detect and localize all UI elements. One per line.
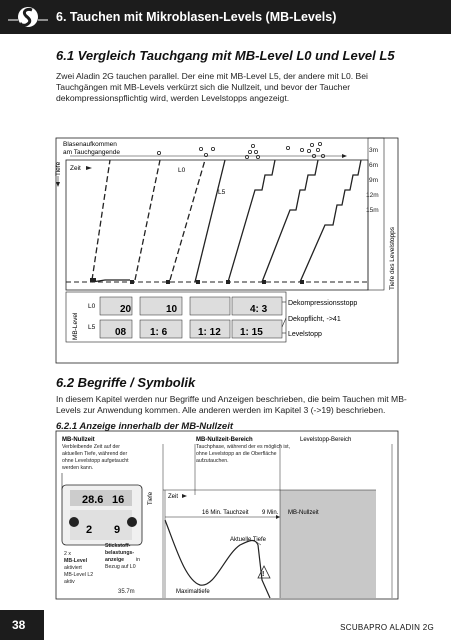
- mbnzb-line-2: ohne Levelstopp an die Oberfläche: [196, 451, 277, 457]
- legend-dekompressionsstopp: Dekompressionsstopp: [288, 300, 357, 307]
- aktuelle-tiefe-label: Aktuelle Tiefe: [230, 537, 267, 543]
- chapter-title: 6. Tauchen mit Mikroblasen-Levels (MB-Le…: [56, 10, 337, 24]
- levelstopp-bereich: Levelstopp-Bereich: [300, 437, 351, 443]
- section-6-1-title: 6.1 Vergleich Tauchgang mit MB-Level L0 …: [56, 48, 395, 63]
- mb-level-label: MB-Level: [72, 312, 79, 340]
- zeit-axis-label: Zeit: [70, 165, 81, 172]
- legend-dekopflicht: Dekopflicht, ->41: [288, 316, 341, 323]
- bubbles-label-1: Blasenaufkommen: [63, 141, 117, 148]
- section-6-2-paragraph: In diesem Kapitel werden nur Begriffe un…: [56, 394, 407, 415]
- lcd-r2-3: 1: 12: [198, 327, 221, 338]
- tiefe-axis-label: Tiefe: [55, 161, 62, 176]
- mbnz-line-4: werden kann.: [62, 465, 93, 471]
- depth-15m: 15m: [366, 207, 379, 214]
- dive-comparison-diagram: Blasenaufkommen am Tauchgangende Tiefe Z…: [55, 137, 399, 364]
- stick-text-1: in: [136, 557, 140, 563]
- lcd-r1-4: 4: 3: [250, 304, 268, 315]
- level-text-4: MB-Level L2: [64, 572, 93, 578]
- lcd-r1-1: 20: [120, 304, 132, 315]
- bubbles-label-2: am Tauchgangende: [63, 149, 120, 156]
- lcd-r2-4: 1: 15: [240, 327, 263, 338]
- min9-label: 9 Min.: [262, 510, 279, 516]
- stick-title-3: anzeige: [105, 557, 124, 563]
- legend-levelstopp: Levelstopp: [288, 331, 322, 338]
- stick-text-2: Bezug auf L0: [105, 564, 136, 570]
- page-header: 6. Tauchen mit Mikroblasen-Levels (MB-Le…: [0, 0, 451, 34]
- lcd-nullzeit: 16: [112, 494, 124, 506]
- maximaltiefe-label: Maximaltiefe: [176, 589, 210, 595]
- depth-9m: 9m: [369, 177, 378, 184]
- mbnzb-line-1: Tauchphase, während der es möglich ist,: [196, 444, 290, 450]
- level-text-3: aktiviert: [64, 565, 82, 571]
- lcd-displays: 20 10 4: 3 08 1: 6 1: 12 1: 15: [99, 296, 283, 339]
- device-display: 28.6 16 2 9: [61, 484, 143, 546]
- page-number: 38: [0, 610, 44, 640]
- l5-label: L5: [218, 189, 226, 196]
- row-l5-label: L5: [88, 324, 96, 331]
- mbnz-line-2: aktuellen Tiefe, während der: [62, 451, 127, 457]
- row-l0-label: L0: [88, 303, 96, 310]
- stick-title-2: belastungs-: [105, 550, 134, 556]
- tauchzeit-label: 16 Min. Tauchzeit: [202, 510, 249, 516]
- level-text-5: aktiv: [64, 579, 75, 585]
- mbnzb-title: MB-Nullzeit-Bereich: [196, 437, 253, 443]
- section-6-2-title: 6.2 Begriffe / Symbolik: [56, 375, 196, 390]
- mbnzb-line-3: aufzutauchen.: [196, 458, 229, 464]
- mbnz-line-3: ohne Levelstopp aufgetaucht: [62, 458, 129, 464]
- level-text-1: 2 x: [64, 551, 71, 557]
- lcd-r1-2: 10: [166, 304, 178, 315]
- lcd-level: 2: [86, 524, 92, 536]
- mbnz-line-1: Verbleibende Zeit auf der: [62, 444, 120, 450]
- section-6-1-paragraph: Zwei Aladin 2G tauchen parallel. Der ein…: [56, 71, 368, 103]
- warning-icon: !: [262, 571, 264, 578]
- scubapro-logo: [8, 7, 48, 27]
- mb-nullzeit-diagram: MB-Nullzeit Verbleibende Zeit auf der ak…: [55, 430, 399, 600]
- lcd-min: 9: [114, 524, 120, 536]
- depth-value: 35.7m: [118, 589, 135, 595]
- right-axis-label: Tiefe des Levelstopps: [389, 226, 396, 290]
- depth-12m: 12m: [366, 192, 379, 199]
- lcd-r2-1: 08: [115, 327, 127, 338]
- depth-3m: 3m: [369, 147, 378, 154]
- mb-nullzeit-label: MB-Nullzeit: [288, 510, 319, 516]
- level-text-2: MB-Level: [64, 558, 88, 564]
- footer-brand: SCUBAPRO ALADIN 2G: [340, 623, 434, 632]
- lcd-r2-2: 1: 6: [150, 327, 168, 338]
- section-6-2-1-title: 6.2.1 Anzeige innerhalb der MB-Nullzeit: [56, 421, 234, 432]
- tiefe-label: Tiefe: [148, 491, 154, 505]
- stick-title-1: Stickstoff-: [105, 543, 131, 549]
- bubble-icons: [156, 141, 325, 159]
- l0-label: L0: [178, 167, 186, 174]
- depth-6m: 6m: [369, 162, 378, 169]
- lcd-depth: 28.6: [82, 494, 103, 506]
- mbnz-title: MB-Nullzeit: [62, 437, 95, 443]
- page-number-text: 38: [12, 618, 26, 632]
- zeit-label: Zeit: [168, 494, 178, 500]
